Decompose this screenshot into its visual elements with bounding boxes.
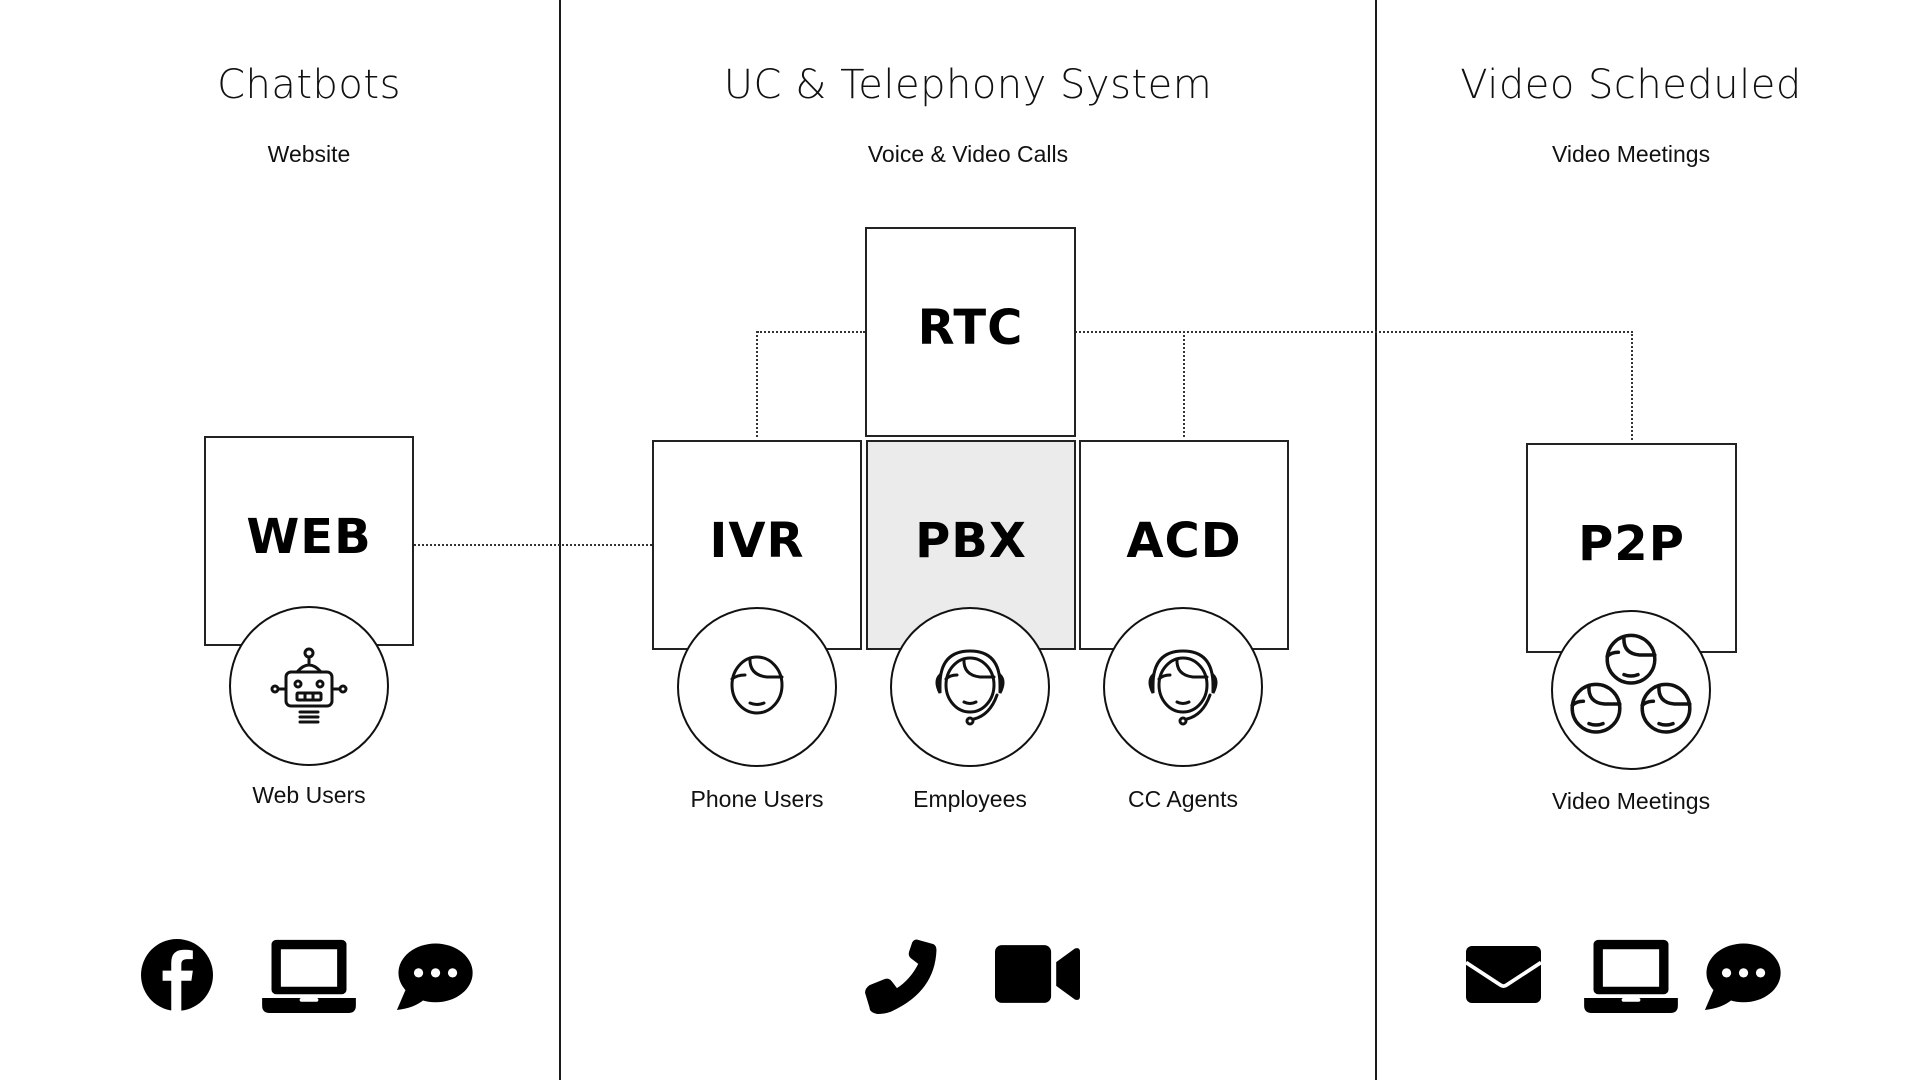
facebook-icon (141, 939, 213, 1011)
phone-users-label: Phone Users (690, 786, 824, 812)
column-title-video: Video Scheduled (1460, 62, 1802, 108)
phone-icon (862, 938, 938, 1014)
video-camera-icon (995, 945, 1080, 1003)
rtc-node-label: RTC (917, 300, 1024, 356)
cc-agents-label: CC Agents (1128, 786, 1238, 812)
connector-rtc-right-h (1075, 331, 1633, 333)
connector-rtc-p2p-v (1631, 331, 1633, 440)
video-meetings-circle (1551, 610, 1711, 770)
chat-bubble-icon (1703, 942, 1781, 1010)
headset-agent-icon (935, 649, 1005, 726)
acd-node-label: ACD (1126, 513, 1242, 569)
cc-agents-circle (1103, 607, 1263, 767)
employees-label: Employees (913, 786, 1027, 812)
column-divider-right (1375, 0, 1377, 1080)
laptop-icon (1584, 938, 1678, 1013)
user-face-icon (730, 655, 784, 715)
chat-bubble-icon (395, 942, 473, 1010)
group-faces-icon (1570, 633, 1692, 734)
email-icon (1466, 946, 1541, 1003)
p2p-node-label: P2P (1578, 516, 1685, 572)
rtc-node: RTC (865, 227, 1076, 437)
web-users-circle (229, 606, 389, 766)
connector-rtc-acd-v (1183, 331, 1185, 437)
connector-rtc-ivr-v (756, 331, 758, 437)
laptop-icon (262, 938, 356, 1013)
web-users-label: Web Users (252, 782, 366, 808)
column-subtitle-chatbots: Website (267, 141, 351, 167)
employees-circle (890, 607, 1050, 767)
video-meetings-label: Video Meetings (1551, 788, 1711, 814)
column-title-chatbots: Chatbots (217, 62, 401, 108)
column-title-telephony: UC & Telephony System (723, 62, 1213, 108)
column-subtitle-telephony: Voice & Video Calls (867, 141, 1069, 167)
connector-web-ivr (414, 544, 652, 546)
web-node-label: WEB (246, 509, 372, 565)
pbx-node-label: PBX (915, 513, 1027, 569)
ivr-node-label: IVR (709, 513, 805, 569)
robot-icon (270, 647, 348, 724)
connector-rtc-ivr-h (757, 331, 865, 333)
column-subtitle-video: Video Meetings (1551, 141, 1711, 167)
column-divider-left (559, 0, 561, 1080)
headset-agent-icon (1148, 649, 1218, 726)
phone-users-circle (677, 607, 837, 767)
